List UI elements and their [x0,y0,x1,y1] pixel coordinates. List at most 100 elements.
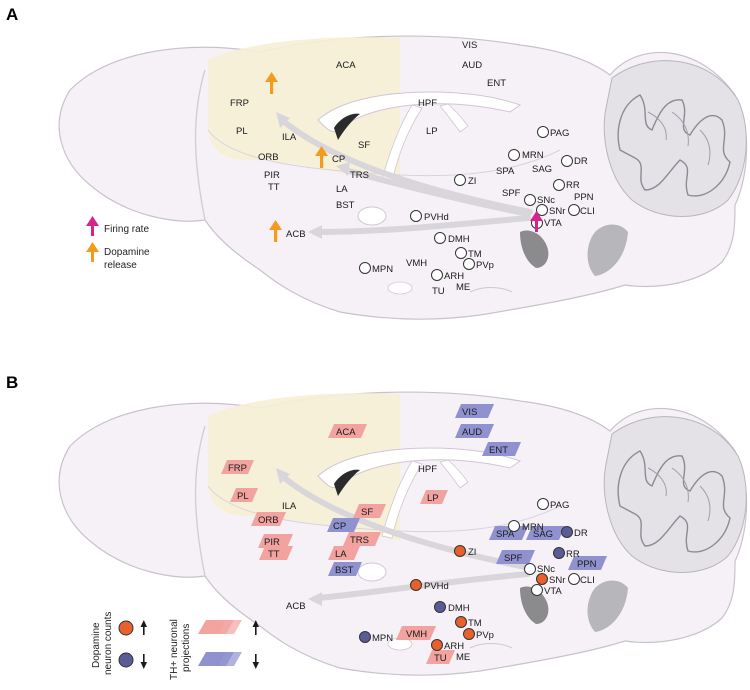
legend-dopamine-release-line2: release [104,260,137,271]
marker-snc [524,563,536,575]
label-zi: ZI [468,176,476,187]
legend-orange-dot [118,620,134,636]
badge-bst [328,562,362,576]
label-ent: ENT [489,445,508,456]
label-frp: FRP [228,463,247,474]
marker-zi [454,545,466,557]
label-frp: FRP [230,98,249,109]
marker-pvhd [410,579,422,591]
badge-trs [343,532,381,546]
marker-vta [531,584,543,596]
badge-cp [327,518,360,532]
marker-cli [568,204,580,216]
label-vis: VIS [462,407,477,418]
marker-mrn [508,149,520,161]
label-acb: ACB [286,229,306,240]
badge-tu [426,650,455,664]
legend-dopamine-counts-line1: Dopamine [91,622,102,668]
panel-b-projection-badges [221,404,607,664]
label-pag: PAG [550,128,569,139]
badge-pir [258,534,293,548]
label-mrn: MRN [522,522,544,533]
panel-a-letter: A [6,5,18,24]
down-arrow-icon [140,654,147,669]
badge-frp [221,460,254,474]
label-pl: PL [237,491,249,502]
badge-vmh [396,626,436,640]
badge-spf [496,550,535,564]
up-arrow-icon [252,620,259,635]
label-tt: TT [268,182,280,193]
marker-pvp [463,258,475,270]
label-ppn: PPN [574,192,594,203]
label-pvp: PVp [476,260,494,271]
label-mpn: MPN [372,264,393,275]
legend-firing-rate: Firing rate [104,224,149,235]
marker-rr [553,547,565,559]
up-arrow-icon [86,242,99,262]
label-aud: AUD [462,427,482,438]
badge-lp [420,490,448,504]
panel-a-legend: Firing rate Dopamine release [86,216,150,271]
label-pir: PIR [264,537,280,548]
label-pvhd: PVHd [424,212,449,223]
label-cp: CP [333,521,346,532]
label-sf: SF [358,140,370,151]
label-arh: ARH [444,271,464,282]
arrow-vta-to-cp [342,167,531,217]
label-pir: PIR [264,170,280,181]
panel-b-letter: B [6,373,18,392]
label-hpf: HPF [418,464,437,475]
label-cli: CLI [580,575,595,586]
marker-pvp [463,628,475,640]
label-bst: BST [336,200,355,211]
label-spf: SPF [504,553,523,564]
down-arrow-icon [252,654,259,669]
label-sf: SF [361,507,373,518]
marker-rr [553,179,565,191]
label-snc: SNc [537,564,555,575]
panel-b-labels: VIS AUD ENT ACA FRP PL ILA ORB PIR TT HP… [228,407,597,664]
label-pl: PL [236,126,248,137]
badge-sf [353,504,386,518]
label-mrn: MRN [522,150,544,161]
label-snr: SNr [549,206,565,217]
marker-tm [455,616,467,628]
marker-mpn [359,262,371,274]
legend-blue-projection [198,652,242,666]
label-dr: DR [574,156,588,167]
marker-snc [524,194,536,206]
label-vis: VIS [462,40,477,51]
label-aca: ACA [336,60,356,71]
up-arrow-icon [86,216,99,236]
label-vmh: VMH [406,629,427,640]
up-arrow-icon [315,146,328,168]
panel-b-arrowheads [276,468,322,606]
up-arrow-icon [269,220,282,242]
panel-b-markers [359,498,580,651]
label-spa: SPA [496,529,515,540]
label-tt: TT [268,549,280,560]
label-tu: TU [432,286,445,297]
label-ppn: PPN [577,559,597,570]
label-zi: ZI [468,547,476,558]
legend-th-projections-line2: projections [181,624,192,672]
label-snr: SNr [549,575,565,586]
label-aud: AUD [462,60,482,71]
label-pag: PAG [550,500,569,511]
label-me: ME [456,282,470,293]
badge-pl [230,488,258,502]
label-orb: ORB [258,152,279,163]
marker-snr [536,573,548,585]
label-trs: TRS [350,535,369,546]
marker-pag [537,498,549,510]
panel-a-arrowheads [276,112,350,239]
label-la: LA [335,549,347,560]
marker-pag [537,126,549,138]
panel-a-dopamine-arrows [265,72,328,242]
label-lp: LP [427,493,439,504]
legend-th-projections-line1: TH+ neuronal [169,619,180,680]
label-rr: RR [566,549,580,560]
marker-arh [431,269,443,281]
